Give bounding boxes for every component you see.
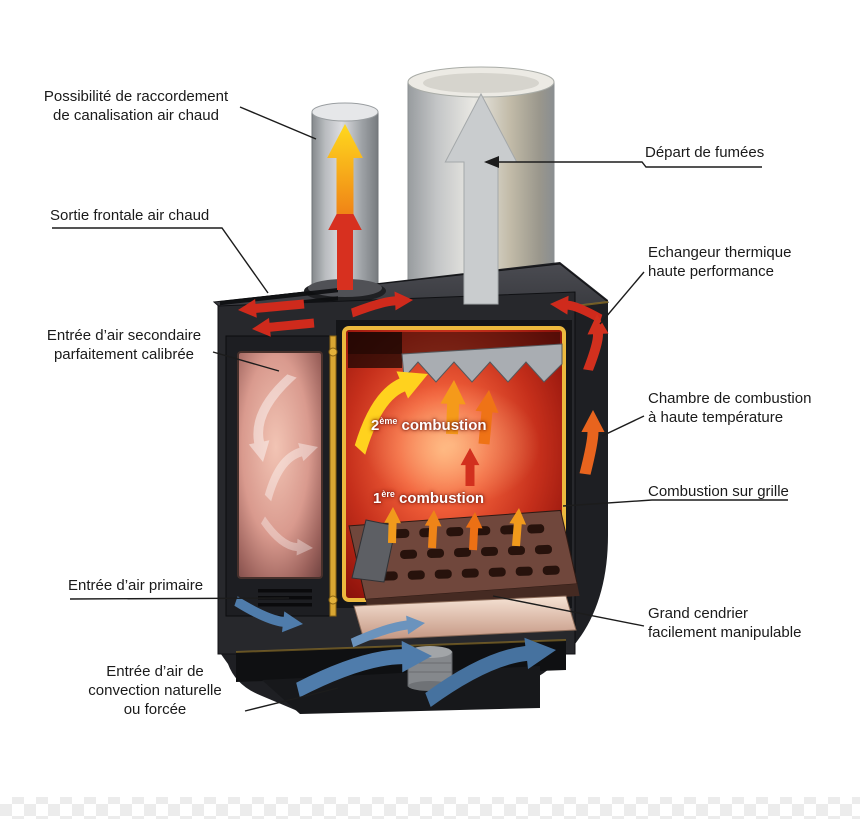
- front-hot-air-arrow: [252, 317, 315, 337]
- combustion-word: combustion: [401, 417, 487, 434]
- secondary-air-arrow: [264, 443, 318, 502]
- hot-air-duct-arrow-yellow: [327, 124, 363, 214]
- callout-grand-cendrier: Grand cendrier facilement manipulable: [648, 605, 802, 641]
- grate-slot: [527, 524, 545, 534]
- combustion-word: combustion: [399, 490, 485, 507]
- exchanger-arrow: [579, 410, 605, 475]
- flame-arrow-red: [460, 448, 480, 486]
- grate-flame-arrow: [424, 510, 442, 549]
- convection-air-arrow: [296, 640, 432, 698]
- grate-flame-arrow: [465, 512, 483, 551]
- primary-air-arrow: [234, 596, 303, 633]
- grate-slot: [434, 569, 452, 579]
- door-hinge: [328, 595, 338, 605]
- leader-arrowhead-icon: [484, 156, 499, 168]
- leader-line: [486, 161, 762, 168]
- grate-slot: [542, 565, 560, 575]
- grate-slot: [392, 528, 410, 539]
- grate-slot: [488, 567, 506, 577]
- grate-slot: [427, 548, 445, 559]
- grate-slot: [515, 566, 533, 576]
- callout-raccordement: Possibilité de raccordement de canalisat…: [43, 88, 229, 124]
- callout-chambre-combustion: Chambre de combustion à haute températur…: [648, 390, 812, 426]
- callout-combustion-grille: Combustion sur grille: [648, 483, 789, 500]
- convection-air-arrow: [425, 637, 556, 707]
- hot-air-arrow: [351, 291, 413, 318]
- callout-air-secondaire: Entrée d’air secondaire parfaitement cal…: [46, 327, 202, 363]
- door-hinge: [328, 347, 338, 357]
- flame-arrow-orange: [440, 380, 466, 435]
- convection-air-arrow: [350, 615, 425, 648]
- combustion-ordinal-suffix: ère: [381, 489, 395, 499]
- grate-slot: [400, 549, 418, 559]
- callout-sortie-frontale: Sortie frontale air chaud: [50, 207, 210, 224]
- grate-slot: [454, 547, 472, 558]
- flame-arrow-orange: [475, 390, 499, 445]
- grate-slot: [461, 568, 479, 578]
- hot-air-arrow: [550, 295, 603, 324]
- grate-slot: [407, 570, 425, 580]
- label-secondary-combustion: 2ème combustion: [371, 416, 487, 434]
- stove-door: [225, 335, 331, 617]
- smoke-arrow: [444, 92, 518, 305]
- leader-line: [52, 227, 269, 294]
- hot-air-duct-arrow-red: [328, 198, 362, 290]
- leader-lines: [52, 106, 788, 712]
- grate-slot: [500, 525, 518, 535]
- callout-depart-fumees: Départ de fumées: [645, 144, 765, 161]
- secondary-air-arrow: [248, 374, 297, 462]
- grate-flame-arrow: [384, 507, 401, 544]
- callout-air-convection: Entrée d’air de convection naturelle ou …: [88, 663, 222, 718]
- combustion-number: 1: [373, 490, 382, 507]
- heat-exchanger-baffle: [401, 343, 563, 383]
- gold-lining-edge: [329, 335, 337, 617]
- grate-flame-arrow: [509, 508, 527, 547]
- flow-arrows: [234, 92, 609, 707]
- leader-line: [601, 415, 645, 437]
- secondary-air-arrow: [261, 516, 313, 556]
- callout-echangeur-thermique: Echangeur thermique haute performance: [648, 244, 792, 280]
- vent-slat: [220, 288, 338, 306]
- grate-slot: [446, 527, 464, 537]
- grate-slot: [480, 546, 499, 557]
- leader-line: [244, 687, 339, 712]
- flame-arrow-yellow: [354, 371, 428, 455]
- exchanger-arrow: [583, 314, 609, 371]
- leader-line: [562, 499, 788, 507]
- leader-line: [239, 106, 317, 140]
- front-hot-air-arrow: [238, 299, 305, 318]
- combustion-ordinal-suffix: ème: [379, 416, 398, 426]
- leader-line: [69, 597, 290, 600]
- leader-line: [212, 351, 280, 372]
- leader-line: [492, 595, 645, 627]
- leader-line: [599, 271, 645, 325]
- label-primary-combustion: 1ère combustion: [373, 489, 484, 507]
- door-glass: [237, 351, 323, 579]
- callout-air-primaire: Entrée d’air primaire: [68, 577, 204, 594]
- grate-slot: [507, 545, 525, 556]
- grate-slot: [534, 544, 552, 555]
- combustion-number: 2: [371, 417, 380, 434]
